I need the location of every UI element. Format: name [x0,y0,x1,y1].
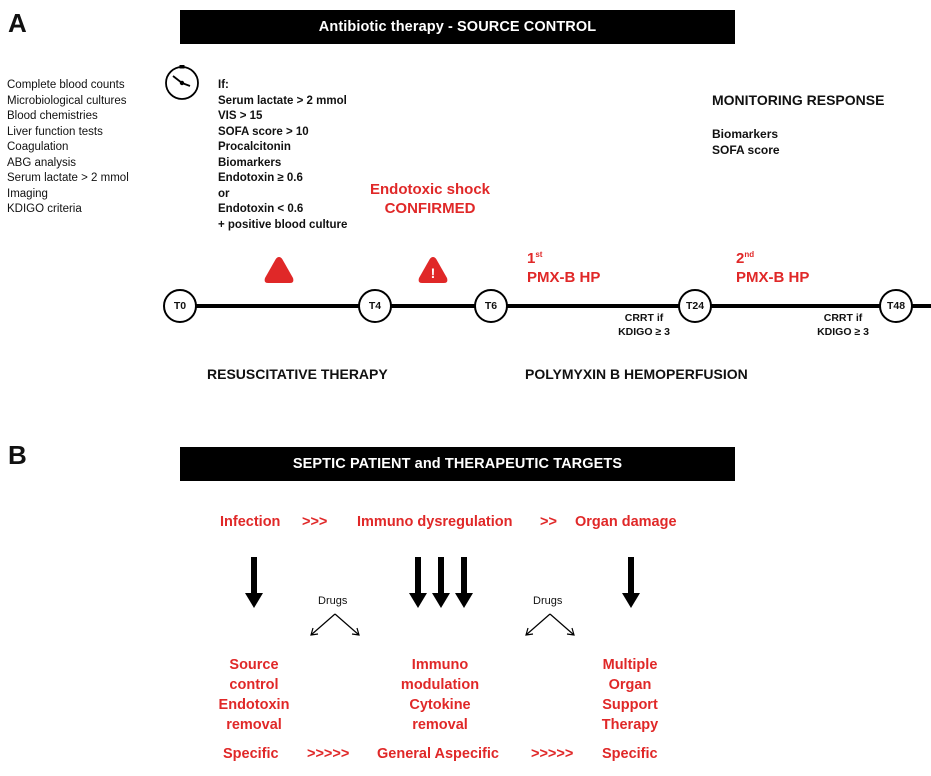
second-ord-sup: nd [744,250,755,259]
test-item: Serum lactate > 2 mmol [7,172,129,184]
second-pmx-label: 2nd PMX-B HP [736,245,809,287]
panel-a-letter: A [8,8,27,38]
criteria-item: If: [218,79,229,91]
panel-b-banner: SEPTIC PATIENT and THERAPEUTIC TARGETS [180,447,735,481]
shock-line-2: CONFIRMED [384,200,476,217]
target-source-control: Source control Endotoxin removal [218,657,290,733]
drug-arrows-left [310,613,360,636]
test-item: KDIGO criteria [7,203,82,215]
timeline-node-t6: T6 [474,289,508,323]
phase-resuscitative: RESUSCITATIVE THERAPY [207,366,388,382]
criteria-item: + positive blood culture [218,218,348,231]
monitoring-item: SOFA score [712,143,780,157]
drugs-label-left: Drugs [318,595,348,607]
clock-icon [165,65,199,100]
target-immunomodulation: Immuno modulation Cytokine removal [400,657,480,733]
monitoring-title: MONITORING RESPONSE [712,92,885,108]
test-item: Blood chemistries [7,110,98,122]
down-arrow-icon [455,557,473,608]
second-ord-num: 2 [736,250,745,267]
panel-a-banner: Antibiotic therapy - SOURCE CONTROL [180,10,735,44]
monitoring-item: Biomarkers [712,127,779,141]
phase-hemoperfusion: POLYMYXIN B HEMOPERFUSION [525,366,748,382]
drugs-label-right: Drugs [533,595,563,607]
timeline-node-t4: T4 [358,289,392,323]
criteria-item: Endotoxin ≥ 0.6 [218,172,303,184]
specificity-arrow-2: >>>>> [531,746,574,762]
criteria-item: SOFA score > 10 [218,125,309,138]
test-item: Imaging [7,187,48,200]
shock-line-1: Endotoxic shock [369,181,491,198]
timeline-node-t0: T0 [163,289,197,323]
panel-a-banner-text: Antibiotic therapy - SOURCE CONTROL [318,19,597,35]
alert-triangle-icon: ! [418,257,448,283]
timeline-node-t24: T24 [678,289,712,323]
flow-immuno: Immuno dysregulation [357,514,513,530]
panel-b-banner-text: SEPTIC PATIENT and THERAPEUTIC TARGETS [292,456,623,472]
test-item: Microbiological cultures [7,94,127,107]
first-ord-num: 1 [527,250,536,267]
first-ord-sup: st [535,250,543,259]
timeline-line [180,304,931,308]
target-organ-support: Multiple Organ Support Therapy [601,657,659,733]
panel-b-letter: B [8,440,27,470]
crrt-note-1: CRRT if KDIGO ≥ 3 [618,312,670,338]
test-item: ABG analysis [7,156,77,169]
specificity-arrow-1: >>>>> [307,746,350,762]
criteria-list: If: Serum lactate > 2 mmol VIS > 15 SOFA… [218,78,347,233]
alert-mark: ! [431,265,436,281]
diagnostic-tests-list: Complete blood counts Microbiological cu… [7,78,129,218]
panel-b-arrows [245,557,640,636]
criteria-item: or [218,187,230,200]
specificity-middle: General Aspecific [377,746,499,762]
criteria-item: Biomarkers [218,156,282,169]
first-pmx-text: PMX-B HP [527,269,601,286]
down-arrow-icon [409,557,427,608]
test-item: Coagulation [7,141,69,153]
timeline-node-t48: T48 [879,289,913,323]
flow-arrow-2: >> [540,514,557,530]
shock-confirmed-label: Endotoxic shock CONFIRMED [355,180,505,218]
flow-arrow-1: >>> [302,514,328,530]
test-item: Liver function tests [7,125,103,138]
specificity-left: Specific [223,746,279,762]
drug-arrows-right [525,613,575,636]
flow-organ: Organ damage [575,514,677,530]
second-pmx-text: PMX-B HP [736,269,810,286]
warning-triangle-icon [264,257,294,283]
criteria-item: Endotoxin < 0.6 [218,203,304,215]
flow-infection: Infection [220,514,281,530]
first-pmx-label: 1st PMX-B HP [527,245,600,287]
test-item: Complete blood counts [7,79,125,91]
crrt-note-2: CRRT if KDIGO ≥ 3 [817,312,869,338]
criteria-item: VIS > 15 [218,110,263,122]
criteria-item: Serum lactate > 2 mmol [218,94,347,107]
monitoring-items: Biomarkers SOFA score [712,126,780,158]
specificity-right: Specific [602,746,658,762]
down-arrow-icon [622,557,640,608]
down-arrow-icon [432,557,450,608]
criteria-item: Procalcitonin [218,141,291,153]
down-arrow-icon [245,557,263,608]
